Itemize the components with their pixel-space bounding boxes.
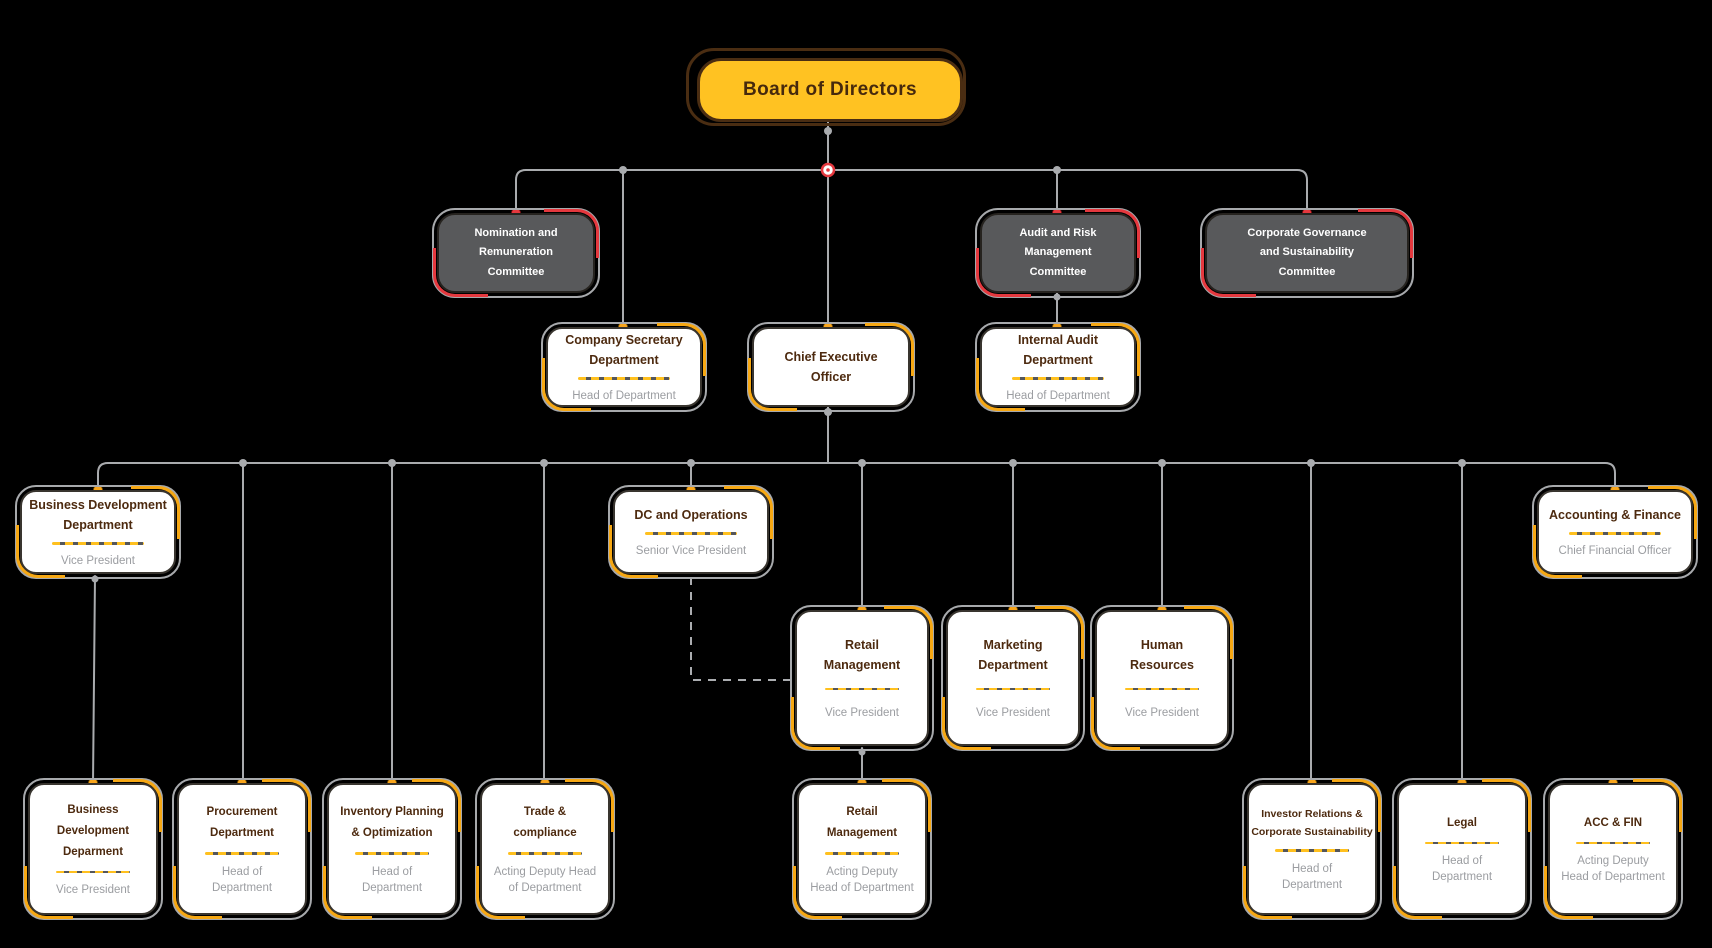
node-title: DC and Operations xyxy=(634,508,748,523)
org-node-procurement-department: Procurement Department Head of Departmen… xyxy=(172,778,312,920)
node-title: Internal Audit Department xyxy=(1017,333,1099,368)
node-subtitle: Acting Deputy Head of Department xyxy=(810,865,914,894)
dashed-separator xyxy=(355,852,429,855)
dashed-separator xyxy=(1125,687,1199,691)
dashed-separator xyxy=(578,377,670,380)
node-title: Accounting & Finance xyxy=(1549,508,1681,523)
node-subtitle: Head of Department xyxy=(361,865,423,894)
org-node-nomination-remuneration-committee: Nomination and Remuneration Committee xyxy=(432,208,600,298)
dashed-separator xyxy=(645,532,737,535)
node-title: Trade & compliance xyxy=(513,806,577,840)
dashed-separator xyxy=(508,852,582,855)
node-title: Retail Management xyxy=(826,806,898,840)
node-subtitle: Vice President xyxy=(976,707,1050,720)
dashed-separator xyxy=(1576,841,1650,845)
node-title: Business Development Department xyxy=(29,498,167,533)
org-node-chief-executive-officer: Chief Executive Officer xyxy=(747,322,915,412)
node-title: Legal xyxy=(1446,816,1478,829)
org-node-trade-compliance: Trade & compliance Acting Deputy Head of… xyxy=(475,778,615,920)
node-subtitle: Chief Financial Officer xyxy=(1558,544,1672,557)
node-title: Business Development Deparment xyxy=(56,803,130,858)
hub-target-dot xyxy=(820,162,836,178)
node-subtitle: Vice President xyxy=(1125,707,1199,720)
node-title: Human Resources xyxy=(1130,637,1194,672)
org-node-audit-risk-committee: Audit and Risk Management Committee xyxy=(975,208,1141,298)
dashed-separator xyxy=(825,687,899,691)
org-node-retail-management: Retail Management Vice President xyxy=(790,605,934,751)
org-node-governance-sustainability-committee: Corporate Governance and Sustainability … xyxy=(1200,208,1414,298)
org-node-business-development-deparment: Business Development Deparment Vice Pres… xyxy=(23,778,163,920)
org-node-retail-management-deputy: Retail Management Acting Deputy Head of … xyxy=(792,778,932,920)
node-subtitle: Head of Department xyxy=(211,865,273,894)
node-subtitle: Head of Department xyxy=(1006,389,1110,402)
node-title: ACC & FIN xyxy=(1583,816,1643,829)
node-title: Marketing Department xyxy=(978,637,1048,672)
node-subtitle: Head of Department xyxy=(1281,862,1343,891)
junction-dots xyxy=(91,127,1466,756)
node-title: Procurement Department xyxy=(206,806,278,840)
node-subtitle: Head of Department xyxy=(572,389,676,402)
dashed-separator xyxy=(52,542,144,545)
org-node-inventory-planning-optimization: Inventory Planning & Optimization Head o… xyxy=(322,778,462,920)
node-subtitle: Senior Vice President xyxy=(635,544,747,557)
dashed-separator xyxy=(205,852,279,855)
dashed-separator xyxy=(976,687,1050,691)
node-title: Inventory Planning & Optimization xyxy=(340,806,444,840)
node-subtitle: Vice President xyxy=(56,884,130,897)
dashed-separator xyxy=(1569,532,1661,535)
node-title: Board of Directors xyxy=(742,79,917,100)
node-subtitle: Acting Deputy Head of Department xyxy=(493,865,597,894)
org-node-marketing-department: Marketing Department Vice President xyxy=(941,605,1085,751)
org-node-dc-and-operations: DC and Operations Senior Vice President xyxy=(608,485,774,579)
node-title: Investor Relations & Corporate Sustainab… xyxy=(1251,808,1373,839)
dashed-connector xyxy=(690,577,793,681)
dashed-separator xyxy=(56,870,130,874)
org-node-acc-fin: ACC & FIN Acting Deputy Head of Departme… xyxy=(1543,778,1683,920)
org-node-board-of-directors: Board of Directors xyxy=(697,58,963,122)
org-node-human-resources: Human Resources Vice President xyxy=(1090,605,1234,751)
org-node-company-secretary: Company Secretary Department Head of Dep… xyxy=(541,322,707,412)
org-node-legal: Legal Head of Department xyxy=(1392,778,1532,920)
node-title: Audit and Risk Management Committee xyxy=(1019,226,1097,278)
dashed-separator xyxy=(1275,849,1349,852)
node-title: Company Secretary Department xyxy=(565,333,683,368)
node-subtitle: Head of Department xyxy=(1431,855,1493,884)
node-title: Nomination and Remuneration Committee xyxy=(474,226,558,278)
node-subtitle: Vice President xyxy=(61,554,135,567)
node-subtitle: Vice President xyxy=(825,707,899,720)
node-title: Retail Management xyxy=(823,637,901,672)
committee-anchor-dots xyxy=(511,208,1312,218)
org-node-business-development-department: Business Development Department Vice Pre… xyxy=(15,485,181,579)
node-title: Chief Executive Officer xyxy=(784,350,878,384)
org-node-internal-audit: Internal Audit Department Head of Depart… xyxy=(975,322,1141,412)
node-title: Corporate Governance and Sustainability … xyxy=(1247,226,1367,278)
org-node-investor-relations-sustainability: Investor Relations & Corporate Sustainab… xyxy=(1242,778,1382,920)
org-node-accounting-finance: Accounting & Finance Chief Financial Off… xyxy=(1532,485,1698,579)
dashed-separator xyxy=(1012,377,1104,380)
node-subtitle: Acting Deputy Head of Department xyxy=(1561,855,1665,884)
dashed-separator xyxy=(1425,841,1499,845)
dashed-separator xyxy=(825,852,899,855)
